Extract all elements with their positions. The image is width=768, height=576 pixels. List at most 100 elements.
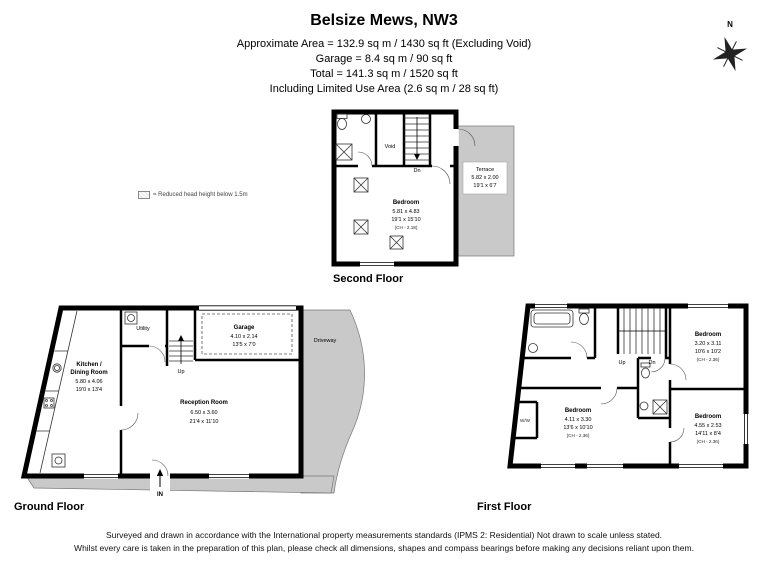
bedroom-dim-m: 4.11 x 3.30: [565, 417, 592, 423]
appliance-icon: [51, 453, 66, 468]
stairs-dn-label: Dn: [413, 168, 420, 174]
footer: Surveyed and drawn in accordance with th…: [0, 529, 768, 555]
reception-label: Reception Room 6.50 x 3.60 21'4 x 11'10: [180, 400, 228, 425]
limited-use-line: Including Limited Use Area (2.6 sq m / 2…: [269, 83, 499, 95]
bedroom-name: Bedroom: [695, 332, 721, 338]
terrace-name: Terrace: [476, 167, 494, 173]
ground-floor-label: Ground Floor: [14, 501, 85, 513]
window: [688, 303, 728, 309]
bedroom-right-label: Bedroom 4.55 x 2.53 14'11 x 8'4 (CH - 2.…: [694, 414, 721, 444]
bedroom-dim-ft: 10'6 x 10'2: [695, 349, 721, 355]
footer-line-2: Whilst every care is taken in the prepar…: [74, 543, 694, 553]
window: [679, 463, 723, 469]
bedroom-dim-ft: 14'11 x 8'4: [695, 431, 721, 437]
bedroom-name: Bedroom: [695, 414, 721, 420]
garage-dim-ft: 13'5 x 7'0: [232, 342, 255, 348]
window: [84, 473, 118, 479]
toilet-icon: [578, 308, 590, 314]
kitchen-counter: [36, 310, 78, 474]
sink-icon: [52, 363, 62, 373]
reception-dim-ft: 21'4 x 11'10: [190, 419, 219, 425]
shower-room-fixtures: [639, 362, 668, 415]
first-floor-plan: Bedroom 3.20 x 3.11 10'6 x 10'2 (CH - 2.…: [507, 303, 749, 469]
entrance: IN: [150, 459, 170, 498]
stairs-dn-label: Dn: [648, 360, 655, 366]
bedroom-top-label: Bedroom 3.20 x 3.11 10'6 x 10'2 (CH - 2.…: [695, 332, 722, 362]
reduced-head-height-icon: [138, 191, 150, 199]
bedroom-dim-ft: 13'6 x 10'10: [563, 425, 592, 431]
door-arc: [669, 363, 687, 381]
header: Belsize Mews, NW3 Approximate Area = 132…: [0, 12, 768, 97]
second-floor-exterior-walls: [331, 109, 459, 267]
garage-door: [199, 305, 296, 311]
kitchen-label: Kitchen / Dining Room 5.80 x 4.06 19'0 x…: [70, 362, 107, 393]
window: [535, 303, 567, 309]
driveway-label: Driveway: [314, 338, 337, 344]
sink-icon: [361, 114, 371, 124]
legend-reduced-head-height: = Reduced head height below 1.5m: [138, 191, 248, 199]
wardrobe-label: W/W: [520, 418, 531, 423]
front-path-area: [25, 475, 335, 494]
driveway-area: [300, 309, 365, 494]
garage-area-line: Garage = 8.4 sq m / 90 sq ft: [315, 53, 453, 65]
door-arc: [600, 387, 618, 405]
second-floor-interior-walls: [334, 112, 456, 168]
rooflight-icon: [389, 235, 404, 250]
toilet-icon: [640, 362, 651, 368]
window: [360, 261, 394, 267]
stairs-icon: [618, 308, 666, 354]
garage-outline: [201, 313, 293, 355]
bedroom-ceiling-height: (CH - 2.36): [567, 433, 590, 438]
garage-dim-m: 4.10 x 2.14: [230, 334, 257, 340]
terrace-dim-ft: 19'1 x 6'7: [473, 183, 496, 189]
bathroom-fixtures: [528, 308, 590, 353]
bedroom-ceiling-height: (CH - 2.36): [697, 439, 720, 444]
stairs-icon: [169, 335, 193, 364]
page-title: Belsize Mews, NW3: [310, 12, 458, 29]
stairs-up-label: Up: [177, 369, 184, 375]
garage-name: Garage: [234, 325, 255, 331]
first-floor-label: First Floor: [477, 501, 532, 513]
door-arc: [120, 412, 139, 431]
reception-dim-m: 6.50 x 3.60: [190, 410, 217, 416]
window: [587, 463, 623, 469]
bedroom-ceiling-height: (CH - 2.18): [395, 225, 418, 230]
compass-star: [712, 36, 748, 72]
compass-icon: N: [712, 20, 748, 72]
ground-floor-exterior-walls: [20, 305, 304, 479]
door-arc: [151, 459, 169, 477]
bedroom-dim-m: 5.81 x 4.83: [392, 209, 419, 215]
terrace-door: [453, 128, 476, 147]
bedroom-ceiling-height: (CH - 2.36): [697, 357, 720, 362]
entrance-label: IN: [157, 492, 163, 498]
window: [743, 414, 749, 444]
legend-text: = Reduced head height below 1.5m: [153, 192, 248, 198]
first-floor-exterior-walls: [507, 303, 749, 469]
approximate-area-line: Approximate Area = 132.9 sq m / 1430 sq …: [236, 38, 532, 50]
terrace-dim-m: 5.82 x 2.00: [471, 175, 498, 181]
door-arc: [650, 357, 666, 373]
utility-appliance-icon: [124, 311, 138, 325]
kitchen-dim-ft: 19'0 x 13'4: [76, 387, 102, 393]
entrance-arrow-icon: [156, 469, 164, 476]
reception-name: Reception Room: [180, 400, 228, 406]
sink-icon: [639, 401, 649, 411]
kitchen-name-1: Kitchen /: [76, 362, 102, 368]
toilet-icon: [337, 118, 347, 130]
compass-north-label: N: [727, 20, 733, 29]
shower-icon: [335, 143, 353, 161]
bedroom-left-label: Bedroom 4.11 x 3.30 13'6 x 10'10 (CH - 2…: [563, 408, 592, 438]
second-floor-plan: Terrace 5.82 x 2.00 19'1 x 6'7: [331, 109, 515, 267]
window: [541, 463, 575, 469]
bathroom-fixtures: [335, 113, 371, 161]
shower-icon: [652, 399, 668, 415]
bedroom-name: Bedroom: [565, 408, 591, 414]
bedroom-dim-m: 4.55 x 2.53: [694, 423, 721, 429]
rooflight-icon: [353, 219, 369, 235]
bedroom-name: Bedroom: [393, 200, 419, 206]
kitchen-dim-m: 5.80 x 4.06: [75, 379, 102, 385]
sink-icon: [528, 343, 538, 353]
utility-label: Utility: [136, 326, 150, 332]
terrace-area: Terrace 5.82 x 2.00 19'1 x 6'7: [454, 125, 515, 257]
door-arc: [148, 345, 166, 363]
